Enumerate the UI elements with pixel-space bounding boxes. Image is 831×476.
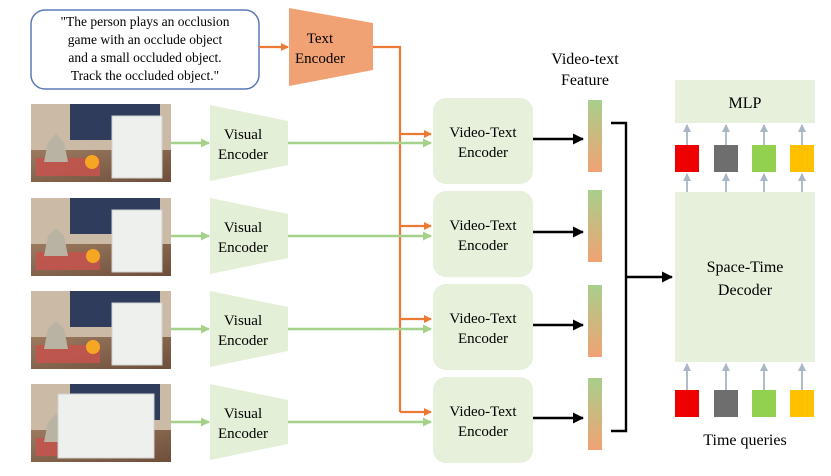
text-feature-branches	[373, 45, 432, 416]
query-column	[675, 124, 699, 417]
output-query-square	[752, 145, 776, 172]
mlp-label: MLP	[729, 95, 762, 112]
query-column	[752, 124, 776, 417]
prompt-line: Track the occluded object."	[71, 68, 219, 83]
time-query-square	[790, 390, 814, 417]
vt-encoder-label: Video-Text	[449, 311, 517, 327]
query-columns	[675, 124, 814, 417]
prompt-line: "The person plays an occlusion	[61, 14, 230, 29]
teapot-shape	[44, 134, 68, 162]
teapot-shape	[44, 321, 68, 349]
visual-encoder-label: Encoder	[218, 333, 268, 349]
vt-encoder-label: Encoder	[458, 331, 508, 347]
output-query-square	[675, 145, 699, 172]
feature-bar	[588, 285, 602, 357]
feature-bar	[588, 100, 602, 172]
video-frame	[31, 291, 171, 369]
feature-bars	[588, 100, 602, 450]
time-query-square	[752, 390, 776, 417]
vt-encoder-label: Encoder	[458, 145, 508, 161]
video-frames	[31, 104, 171, 462]
visual-encoders: VisualEncoderVisualEncoderVisualEncoderV…	[171, 105, 432, 460]
decoder-label: Space-Time	[707, 259, 784, 276]
visual-encoder-label: Encoder	[218, 426, 268, 442]
visual-encoder-label: Visual	[224, 406, 262, 422]
vt-encoder-label: Video-Text	[449, 404, 517, 420]
feature-label: Feature	[561, 72, 609, 89]
visual-encoder-label: Encoder	[218, 147, 268, 163]
teapot-shape	[44, 228, 68, 256]
query-column	[714, 124, 738, 417]
feature-bar	[588, 378, 602, 450]
time-query-square	[714, 390, 738, 417]
time-query-square	[675, 390, 699, 417]
visual-encoder-label: Visual	[224, 313, 262, 329]
prompt-line: game with an occlude object	[68, 32, 223, 47]
output-query-square	[790, 145, 814, 172]
visual-encoder-label: Visual	[224, 127, 262, 143]
time-queries-label: Time queries	[703, 432, 786, 449]
mlp-box: MLP	[675, 80, 815, 123]
query-column	[790, 124, 814, 417]
feature-label: Video-text	[551, 51, 619, 68]
visual-encoder-label: Encoder	[218, 240, 268, 256]
feature-bracket	[611, 121, 673, 433]
visual-encoder-label: Visual	[224, 220, 262, 236]
ball-shape	[86, 340, 100, 354]
text-prompt: "The person plays an occlusion game with…	[30, 9, 260, 90]
text-encoder: Text Encoder	[289, 8, 373, 86]
video-frame	[31, 104, 171, 182]
space-time-decoder: Space-Time Decoder	[675, 192, 815, 362]
ball-shape	[86, 249, 100, 263]
video-frame	[31, 198, 171, 276]
ball-shape	[85, 155, 99, 169]
output-query-square	[714, 145, 738, 172]
vt-encoder-label: Video-Text	[449, 218, 517, 234]
vt-encoder-label: Video-Text	[449, 125, 517, 141]
video-text-encoders: Video-TextEncoderVideo-TextEncoderVideo-…	[433, 98, 584, 463]
text-encoder-label: Text	[307, 31, 334, 47]
decoder-label: Decoder	[718, 282, 773, 299]
prompt-line: and a small occluded object.	[68, 50, 221, 65]
video-frame	[31, 384, 171, 462]
feature-bar	[588, 190, 602, 262]
vt-encoder-label: Encoder	[458, 238, 508, 254]
text-encoder-label: Encoder	[295, 51, 345, 67]
vt-encoder-label: Encoder	[458, 424, 508, 440]
